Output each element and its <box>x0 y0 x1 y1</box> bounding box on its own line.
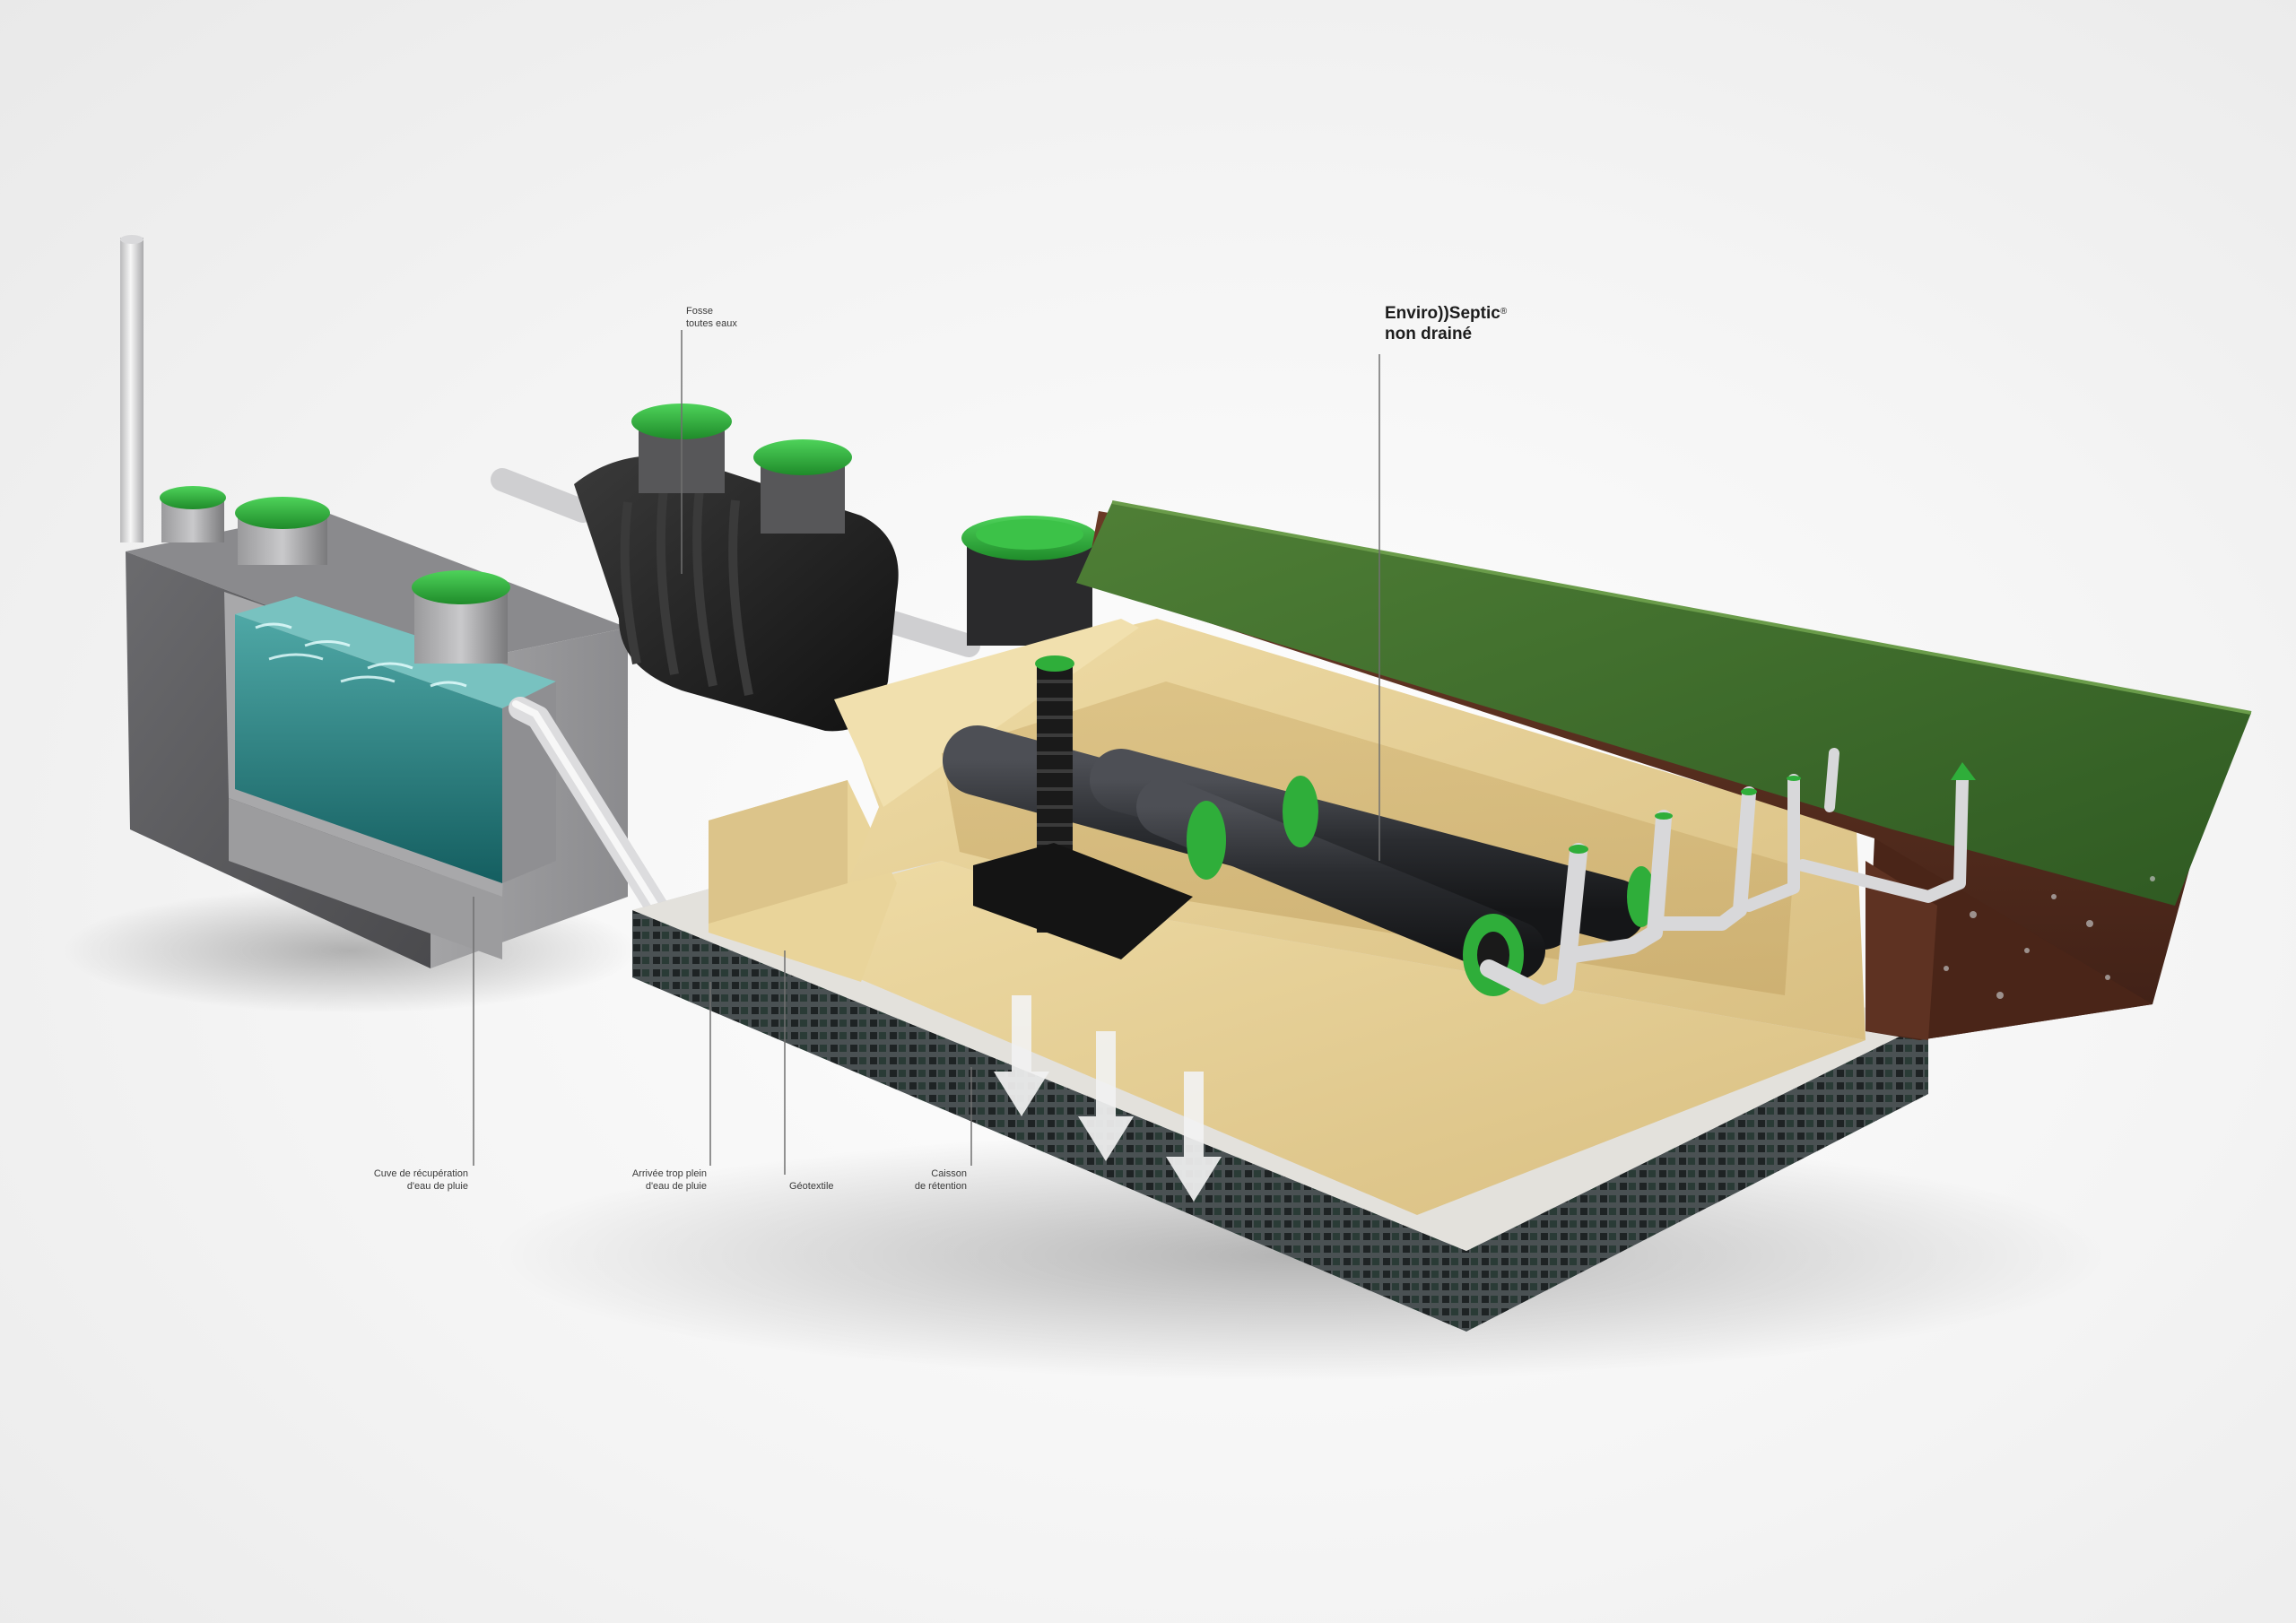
label-caisson-line2: de rétention <box>914 1181 967 1192</box>
flow-arrow-1 <box>994 995 1049 1116</box>
vent-pipe <box>120 238 144 542</box>
flow-arrow-2 <box>1078 1031 1134 1161</box>
leader-lines <box>473 330 1380 1175</box>
septic-riser-2 <box>753 439 852 534</box>
rainwater-tank <box>120 235 729 989</box>
label-caisson-line1: Caisson <box>931 1168 967 1179</box>
pipe-coupler-1 <box>1283 776 1318 847</box>
caisson-front-face <box>632 910 1466 1332</box>
label-fosse: Fosse toutes eaux <box>686 305 737 330</box>
distribution-box <box>961 516 1098 646</box>
flow-arrow-3 <box>1166 1072 1222 1202</box>
label-cuve-line1: Cuve de récupération <box>373 1168 468 1179</box>
label-arrivee-line2: d'eau de pluie <box>645 1181 707 1192</box>
tank-water <box>235 614 502 883</box>
base-plate <box>973 843 1193 959</box>
label-product-reg: ® <box>1500 307 1508 317</box>
label-cuve: Cuve de récupération d'eau de pluie <box>323 1167 468 1193</box>
tank-riser-3 <box>412 570 510 664</box>
label-caisson: Caisson de rétention <box>888 1167 967 1193</box>
label-product-name: Enviro))Septic <box>1385 304 1500 323</box>
label-cuve-line2: d'eau de pluie <box>406 1181 468 1192</box>
tank-riser-1 <box>160 486 226 542</box>
enviroseptic-pipes <box>943 655 1976 1004</box>
vent-cap <box>1951 762 1976 780</box>
label-geotextile-line1: Géotextile <box>789 1181 834 1192</box>
pipe-coupler-2 <box>1187 801 1226 880</box>
vent-pipes <box>1480 748 1969 1004</box>
septic-inlet-pipe <box>491 468 595 523</box>
label-geotextile: Géotextile <box>789 1180 834 1193</box>
caisson-right-face <box>1466 1022 1928 1332</box>
label-arrivee: Arrivée trop plein d'eau de pluie <box>583 1167 707 1193</box>
label-fosse-line1: Fosse <box>686 306 713 317</box>
label-arrivee-line1: Arrivée trop plein <box>631 1168 707 1179</box>
label-product: Enviro))Septic® non drainé <box>1385 303 1507 344</box>
label-fosse-line2: toutes eaux <box>686 318 737 329</box>
infiltration-arrows <box>994 995 1222 1202</box>
tank-riser-2 <box>235 497 330 565</box>
septic-tank <box>491 404 980 732</box>
label-product-line2: non drainé <box>1385 325 1473 343</box>
